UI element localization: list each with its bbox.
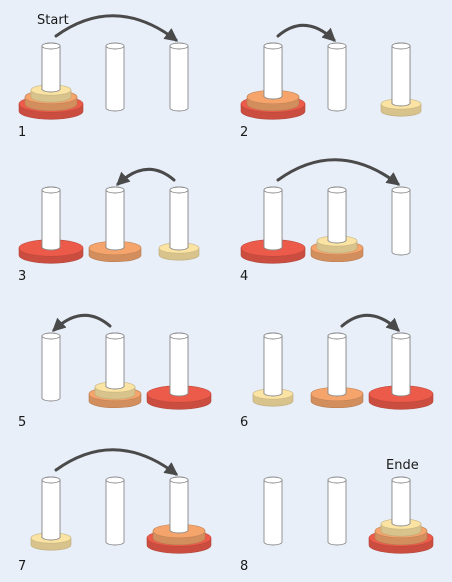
- step-number: 7: [18, 559, 26, 574]
- step-number: 3: [18, 269, 26, 284]
- peg-3: [380, 42, 422, 117]
- step-panel-5: 5: [18, 313, 212, 430]
- peg-2: [327, 42, 347, 112]
- peg-rod: [327, 479, 347, 546]
- peg-2: [327, 476, 347, 546]
- peg-3: [391, 186, 411, 256]
- peg-shaft: [263, 45, 283, 100]
- peg-shaft: [263, 189, 283, 251]
- peg-shaft: [391, 45, 411, 107]
- move-arrow: [276, 23, 336, 42]
- peg-rod: [169, 45, 189, 112]
- peg-1: [41, 332, 61, 402]
- peg-1: [30, 476, 72, 551]
- peg-top: [105, 476, 125, 484]
- peg-3: [368, 476, 434, 554]
- peg-top: [327, 476, 347, 484]
- step-panel-4: 4: [240, 158, 411, 284]
- peg-1: [252, 332, 294, 407]
- step-number: 6: [240, 415, 248, 430]
- peg-1: [18, 186, 84, 264]
- step-number: 8: [240, 559, 248, 574]
- peg-top: [105, 42, 125, 50]
- move-arrow: [276, 158, 401, 186]
- move-arrow: [52, 313, 112, 332]
- move-arrow: [54, 14, 179, 42]
- step-panel-2: 2: [240, 23, 422, 140]
- peg-shaft: [169, 335, 189, 397]
- peg-3: [146, 332, 212, 410]
- peg-3: [169, 42, 189, 112]
- peg-shaft: [41, 479, 61, 541]
- peg-1: [240, 42, 306, 120]
- end-label: Ende: [386, 458, 419, 473]
- peg-shaft: [41, 189, 61, 251]
- peg-2: [105, 42, 125, 112]
- step-number: 5: [18, 415, 26, 430]
- peg-2: [310, 186, 364, 263]
- peg-shaft: [327, 335, 347, 397]
- peg-shaft: [105, 335, 125, 390]
- peg-rod: [105, 45, 125, 112]
- peg-2: [105, 476, 125, 546]
- peg-shaft: [169, 479, 189, 534]
- step-panel-1: 1: [18, 14, 189, 140]
- step-number: 2: [240, 125, 248, 140]
- step-number: 1: [18, 125, 26, 140]
- step-panel-3: 3: [18, 167, 200, 284]
- peg-rod: [41, 335, 61, 402]
- move-arrow: [116, 167, 176, 186]
- peg-shaft: [105, 189, 125, 251]
- peg-shaft: [169, 189, 189, 251]
- move-arrow: [54, 448, 179, 476]
- step-panel-8: 8: [240, 476, 434, 574]
- step-number: 4: [240, 269, 248, 284]
- peg-shaft: [327, 189, 347, 244]
- peg-top: [263, 476, 283, 484]
- peg-rod: [105, 479, 125, 546]
- peg-2: [88, 332, 142, 409]
- step-panel-7: 7: [18, 448, 212, 574]
- step-panel-6: 6: [240, 313, 434, 430]
- peg-1: [240, 186, 306, 264]
- peg-2: [88, 186, 142, 263]
- start-label: Start: [37, 13, 69, 28]
- peg-top: [169, 42, 189, 50]
- peg-rod: [263, 479, 283, 546]
- peg-2: [310, 332, 364, 409]
- peg-rod: [391, 189, 411, 256]
- peg-top: [41, 332, 61, 340]
- peg-1: [18, 42, 84, 120]
- peg-3: [368, 332, 434, 410]
- peg-3: [158, 186, 200, 261]
- peg-shaft: [263, 335, 283, 397]
- peg-top: [327, 42, 347, 50]
- peg-3: [146, 476, 212, 554]
- peg-shaft: [391, 335, 411, 397]
- peg-1: [263, 476, 283, 546]
- peg-rod: [327, 45, 347, 112]
- peg-shaft: [391, 479, 411, 527]
- peg-top: [391, 186, 411, 194]
- peg-shaft: [41, 45, 61, 93]
- move-arrow: [340, 313, 400, 332]
